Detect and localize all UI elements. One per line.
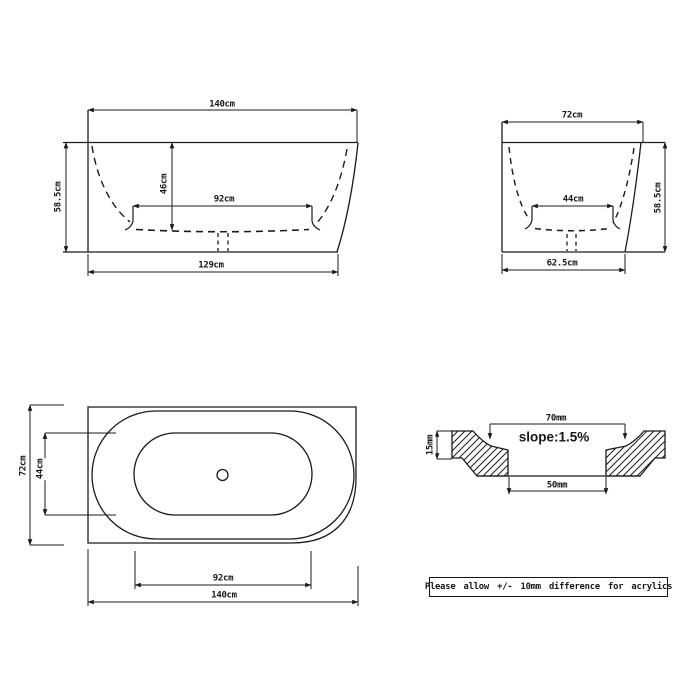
section-detail: [434, 423, 666, 495]
plan-dim-inner-width-label: 44cm: [35, 457, 46, 481]
plan-view: [27, 404, 359, 606]
side-right-edge: [624, 142, 642, 253]
plan-width-ext-lines: [30, 404, 64, 546]
plan-dim-length-label: 140cm: [210, 590, 238, 601]
side-drain-dashed: [566, 234, 577, 251]
section-left-material: [451, 430, 509, 477]
front-dim-inner-height-label: 46cm: [159, 172, 170, 196]
front-dim-bottom-label: 129cm: [197, 260, 225, 271]
plan-inner-width-ext-lines: [45, 432, 116, 516]
front-view: [63, 107, 359, 276]
plan-dim-inner-length-label: 92cm: [211, 573, 235, 584]
side-basin-dashed-bottom: [534, 227, 611, 232]
plan-outer-outline: [87, 406, 357, 544]
front-basin-dashed-bottom: [135, 228, 310, 233]
plan-basin-outline: [133, 432, 313, 516]
front-right-edge: [336, 142, 359, 253]
section-dim-top-label: 70mm: [544, 413, 568, 424]
side-inner-witness-left: [524, 206, 533, 230]
section-right-material: [605, 430, 666, 477]
side-dim-top-label: 72cm: [560, 110, 584, 121]
plan-drain-circle: [216, 468, 229, 482]
section-slope-label: slope:1.5%: [518, 429, 590, 445]
side-basin-dashed-left: [508, 146, 530, 220]
section-depth-ext-lines: [437, 430, 452, 460]
side-dim-bottom-label: 62.5cm: [545, 258, 579, 269]
front-dim-inner-width-label: 92cm: [212, 194, 236, 205]
front-inner-witness-right: [311, 206, 321, 231]
front-basin-dashed-right: [313, 148, 348, 227]
section-dim-depth-label: 15mm: [425, 433, 436, 457]
front-basin-dashed-left: [91, 145, 131, 223]
front-drain-dashed: [217, 233, 229, 251]
plan-inner-length-witness: [134, 551, 312, 589]
plan-rim-outline: [91, 410, 355, 540]
plan-length-witness: [87, 549, 359, 606]
side-view: [501, 119, 668, 274]
tolerance-note: Please allow +/- 10mm difference for acr…: [425, 577, 672, 597]
front-inner-witness-left: [124, 206, 134, 231]
side-inner-witness-right: [612, 206, 621, 230]
tolerance-note-text: Please allow +/- 10mm difference for acr…: [424, 582, 673, 592]
plan-dim-width-label: 72cm: [18, 454, 29, 478]
side-dim-height-label: 58.5cm: [653, 181, 664, 215]
front-dim-height-label: 58.5cm: [53, 180, 64, 214]
side-basin-dashed-right: [612, 147, 635, 224]
section-dim-bottom-label: 50mm: [545, 480, 569, 491]
front-dim-top-label: 140cm: [208, 99, 236, 110]
side-dim-inner-width-label: 44cm: [561, 194, 585, 205]
